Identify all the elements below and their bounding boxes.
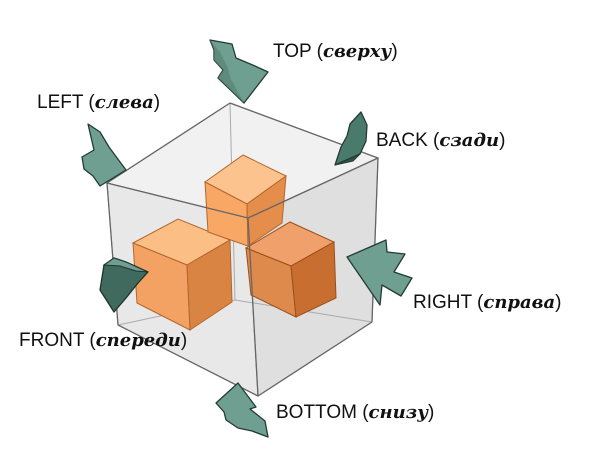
orange-cube-left [131, 218, 233, 331]
label-top: TOP (сверху) [273, 41, 398, 62]
front-arrow-icon [99, 257, 149, 313]
label-left: LEFT (слева) [37, 92, 160, 113]
left-arrow-icon [81, 123, 127, 187]
orange-cube-top [204, 154, 287, 247]
label-right: RIGHT (справа) [413, 292, 561, 313]
orange-cube-right [244, 221, 337, 318]
back-arrow-icon [334, 111, 368, 166]
label-back: BACK (сзади) [376, 130, 505, 151]
box-front-edges [106, 102, 379, 397]
bottom-arrow-icon [215, 382, 269, 438]
right-arrow-icon [346, 239, 413, 306]
label-front: FRONT (спереди) [19, 330, 187, 351]
top-arrow-icon [209, 39, 269, 104]
label-bottom: BOTTOM (снизу) [276, 402, 434, 423]
